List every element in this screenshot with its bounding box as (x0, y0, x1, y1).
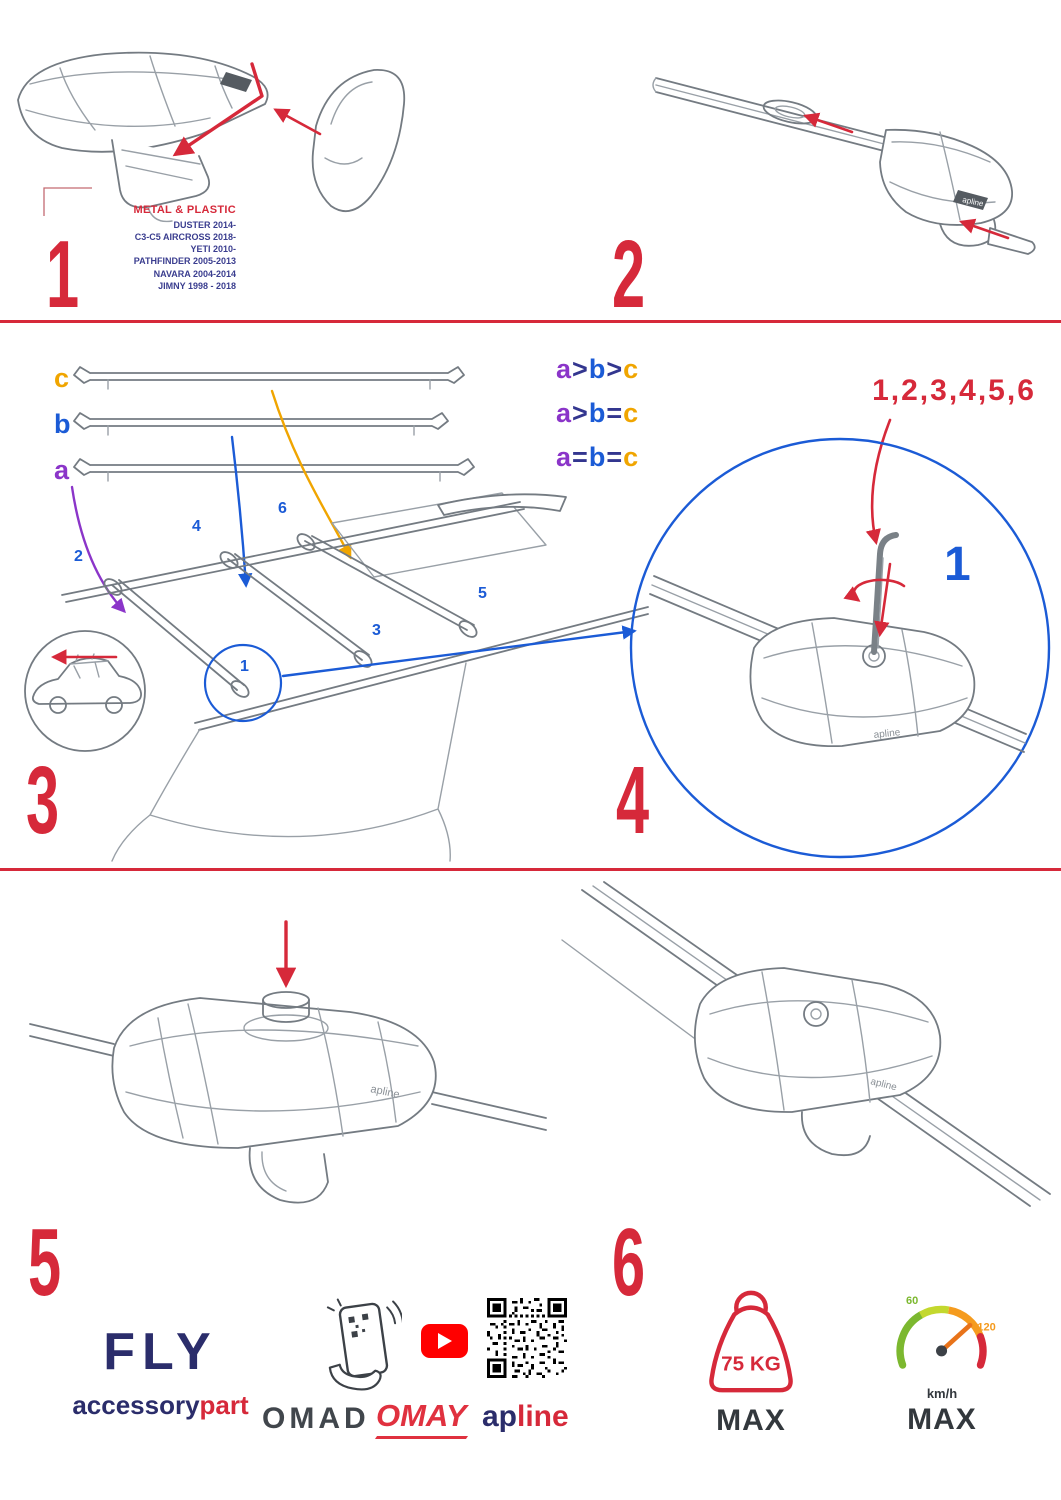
position-3: 3 (372, 622, 381, 639)
omay-logo: OMAY (374, 1398, 468, 1439)
bar-label-b: b (54, 409, 71, 439)
position-1: 1 (240, 658, 249, 675)
legend-row: a>b=c (556, 398, 640, 428)
step5-cap-diagram: apline (29, 920, 547, 1204)
leader-line (43, 187, 92, 216)
play-triangle-icon (437, 1333, 452, 1349)
brand-plate (953, 190, 988, 210)
step3-number: 3 (26, 747, 60, 854)
material-label: METAL & PLASTIC (133, 204, 236, 216)
youtube-icon (421, 1324, 468, 1358)
zoom-arrow (281, 625, 637, 678)
rotate-arrow (843, 578, 906, 602)
first-position-label: 1 (944, 538, 971, 591)
model-item: DUSTER 2014- (173, 220, 236, 230)
model-item: PATHFINDER 2005-2013 (133, 256, 236, 267)
foot-body (879, 128, 1013, 226)
speed-low-label: 60 (906, 1295, 918, 1307)
step4-tighten-diagram: 1,2,3,4,5,6 1 apline (629, 374, 1051, 859)
zoom-circle (629, 437, 1051, 859)
blue-arrow (230, 435, 253, 588)
material-note: METAL & PLASTIC DUSTER 2014- C3-C5 AIRCR… (86, 204, 236, 292)
model-item: C3-C5 AIRCROSS 2018- (134, 232, 236, 243)
model-item: NAVARA 2004-2014 (153, 268, 236, 279)
section-divider (0, 868, 1061, 871)
car-inset-circle (24, 630, 146, 752)
step6-mounted-diagram: apline (561, 881, 1051, 1207)
section-divider (0, 320, 1061, 323)
red-curved-arrow (865, 418, 892, 546)
red-arrow (959, 218, 1010, 240)
speed-max-label: MAX (907, 1403, 977, 1436)
press-arrow (874, 562, 892, 638)
model-item: YETI 2010- (190, 244, 236, 255)
position-4: 4 (192, 518, 201, 535)
max-speed-badge: 60 120 km/h MAX (876, 1292, 1008, 1437)
red-arrow (803, 112, 854, 134)
phone-scan-icon (326, 1298, 402, 1391)
car-side-view (31, 657, 142, 705)
foot-body (693, 967, 942, 1113)
qr-code (487, 1298, 567, 1378)
accessorypart-wordmark: accessorypart (72, 1390, 249, 1420)
position-5: 5 (478, 585, 487, 602)
allen-key (871, 532, 899, 655)
orange-arrow (270, 389, 352, 560)
red-arrow (273, 108, 322, 136)
red-arrow (172, 62, 264, 157)
apline-logo: apline (482, 1400, 569, 1433)
position-2: 2 (74, 548, 83, 565)
fly-wordmark: FLY (103, 1323, 218, 1381)
weight-icon: 75 KG (708, 1290, 793, 1393)
step2-number: 2 (612, 221, 646, 328)
bar-label-c: c (54, 363, 69, 393)
omay-underline (374, 1436, 468, 1439)
step1-clamp-diagram (17, 51, 406, 223)
foot-body (749, 617, 976, 747)
speed-high-label: 120 (977, 1322, 995, 1334)
fly-logo: FLY accessorypart (58, 1322, 263, 1421)
purple-arrow (70, 485, 126, 614)
foot-brand-text: apline (873, 727, 901, 741)
bar-label-a: a (54, 455, 70, 485)
size-legend: a>b>c a>b=c a=b=c (556, 356, 639, 488)
step3-roof-layout-diagram: c b a 2 4 6 1 3 5 (24, 363, 649, 862)
focus-circle (203, 643, 283, 723)
max-weight-badge: 75 KG MAX (686, 1284, 816, 1438)
weight-value: 75 KG (721, 1353, 781, 1376)
speed-unit-label: km/h (926, 1386, 958, 1401)
step1-number: 1 (46, 221, 80, 328)
brand-plate (220, 72, 252, 92)
speedometer-icon: 60 120 (896, 1295, 996, 1369)
legend-row: a=b=c (556, 442, 640, 472)
step4-number: 4 (616, 747, 650, 854)
tighten-sequence: 1,2,3,4,5,6 (872, 374, 1036, 407)
model-item: JIMNY 1998 - 2018 (158, 280, 236, 291)
step2-bar-diagram: apline (652, 77, 1036, 255)
omad-logo: OMAD (262, 1402, 370, 1435)
position-6: 6 (278, 500, 287, 517)
weight-max-label: MAX (716, 1404, 786, 1437)
legend-row: a>b>c (556, 354, 640, 384)
foot-brand-text: apline (962, 195, 985, 208)
step6-number: 6 (612, 1209, 646, 1316)
step5-number: 5 (28, 1209, 62, 1316)
cover-part (311, 69, 406, 213)
foot-brand-text: apline (369, 1083, 400, 1101)
